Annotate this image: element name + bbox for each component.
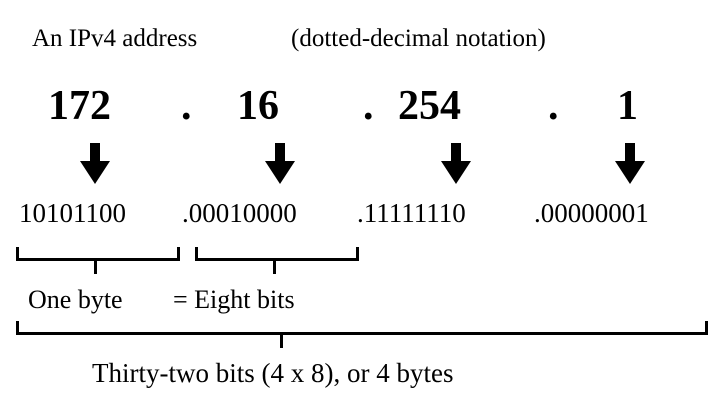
bracket-stem [280, 334, 283, 348]
octet-4-decimal: 1 [617, 83, 638, 129]
octet-3-decimal: 254 [398, 83, 461, 129]
octet-1-binary: 10101100 [19, 198, 126, 228]
octet-1-decimal: 172 [48, 83, 111, 129]
down-arrow-icon [79, 143, 111, 185]
octet-4-binary: .00000001 [534, 198, 649, 228]
bracket-bar [16, 258, 180, 261]
bracket-thirty-two-bits [16, 321, 708, 351]
bracket-bar [195, 258, 359, 261]
bracket-left-tick [16, 321, 19, 335]
down-arrow-icon [614, 143, 646, 185]
label-eight-bits: = Eight bits [173, 285, 295, 314]
dot-separator-1: . [181, 83, 192, 129]
notation-note: (dotted-decimal notation) [291, 25, 546, 52]
octet-2-binary: .00010000 [182, 198, 297, 228]
bracket-left-tick [16, 247, 19, 261]
dot-separator-2: . [363, 83, 374, 129]
down-arrow-icon [264, 143, 296, 185]
bracket-eight-bits [195, 247, 359, 277]
bracket-right-tick [705, 321, 708, 335]
bracket-bar [16, 332, 708, 335]
bracket-one-byte [16, 247, 180, 277]
label-one-byte: One byte [28, 285, 123, 314]
bracket-left-tick [195, 247, 198, 261]
down-arrow-icon [440, 143, 472, 185]
octet-2-decimal: 16 [237, 83, 279, 129]
label-thirty-two-bits: Thirty-two bits (4 x 8), or 4 bytes [92, 358, 454, 388]
octet-3-binary: .11111110 [357, 198, 466, 228]
bracket-stem [94, 260, 97, 274]
page-title: An IPv4 address [32, 25, 198, 52]
bracket-right-tick [356, 247, 359, 261]
bracket-right-tick [177, 247, 180, 261]
dot-separator-3: . [548, 83, 559, 129]
bracket-stem [273, 260, 276, 274]
